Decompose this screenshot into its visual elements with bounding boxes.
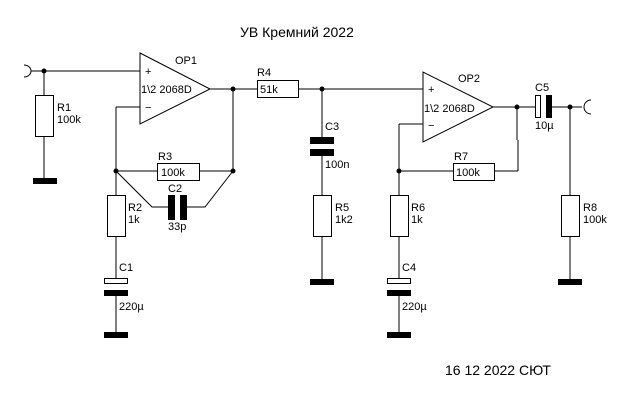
resistor-r6: R6 1k	[390, 195, 425, 279]
ground-icon	[387, 332, 411, 338]
resistor-r5: R5 1k2	[310, 195, 353, 285]
r6-value: 1k	[411, 214, 423, 226]
c1-value: 220µ	[119, 301, 144, 313]
r3-value: 100k	[161, 167, 185, 179]
r8-value: 100k	[583, 214, 607, 226]
r6-ref: R6	[411, 202, 425, 214]
r8-ref: R8	[583, 202, 597, 214]
c5-ref: C5	[535, 82, 549, 94]
opamp-op1: + − 1\2 2068D OP1	[139, 52, 212, 125]
op2-ref: OP2	[458, 73, 480, 85]
r7-ref: R7	[454, 151, 468, 163]
ground-icon	[558, 279, 582, 285]
op2-minus: −	[428, 120, 434, 132]
resistor-r4: R4 51k	[257, 67, 423, 98]
r5-value: 1k2	[335, 214, 353, 226]
capacitor-c3: C3 100n	[310, 89, 349, 196]
op1-ref: OP1	[175, 55, 197, 67]
op1-plus: +	[145, 66, 151, 78]
op1-minus: −	[145, 102, 151, 114]
c5-value: 10µ	[535, 120, 554, 132]
capacitor-c5: C5 10µ	[535, 82, 582, 132]
c4-ref: C4	[402, 262, 416, 274]
output-jack-icon	[583, 99, 592, 115]
c1-ref: C1	[119, 262, 133, 274]
r2-value: 1k	[128, 214, 140, 226]
resistor-r2: R2 1k	[107, 195, 142, 279]
capacitor-c1: C1 220µ	[104, 262, 144, 338]
resistor-r7: R7 100k	[399, 151, 518, 181]
r4-ref: R4	[257, 67, 271, 79]
ground-icon	[33, 178, 57, 184]
ground-icon	[104, 332, 128, 338]
r2-ref: R2	[128, 202, 142, 214]
op1-part: 1\2 2068D	[141, 84, 192, 96]
r7-value: 100k	[456, 167, 480, 179]
c2-ref: C2	[168, 183, 182, 195]
r4-value: 51k	[260, 84, 278, 96]
footer-date: 16 12 2022 СЮТ	[445, 362, 551, 378]
r5-ref: R5	[335, 202, 349, 214]
c2-value: 33p	[168, 221, 186, 233]
resistor-r1: R1 100k	[33, 71, 81, 184]
r1-ref: R1	[57, 102, 71, 114]
c3-value: 100n	[325, 159, 349, 171]
ground-icon	[310, 279, 334, 285]
capacitor-c4: C4 220µ	[387, 262, 427, 338]
op2-plus: +	[428, 84, 434, 96]
schematic-title: УВ Кремний 2022	[240, 24, 354, 40]
op2-part: 1\2 2068D	[424, 103, 475, 115]
capacitor-c2: C2 33p	[115, 170, 234, 233]
c3-ref: C3	[325, 121, 339, 133]
resistor-r3: R3 100k	[116, 151, 233, 181]
r3-ref: R3	[158, 151, 172, 163]
input-jack-icon	[23, 64, 32, 78]
opamp-op2: + − 1\2 2068D OP2	[422, 71, 495, 143]
c4-value: 220µ	[402, 301, 427, 313]
resistor-r8: R8 100k	[558, 107, 607, 285]
r1-value: 100k	[57, 114, 81, 126]
